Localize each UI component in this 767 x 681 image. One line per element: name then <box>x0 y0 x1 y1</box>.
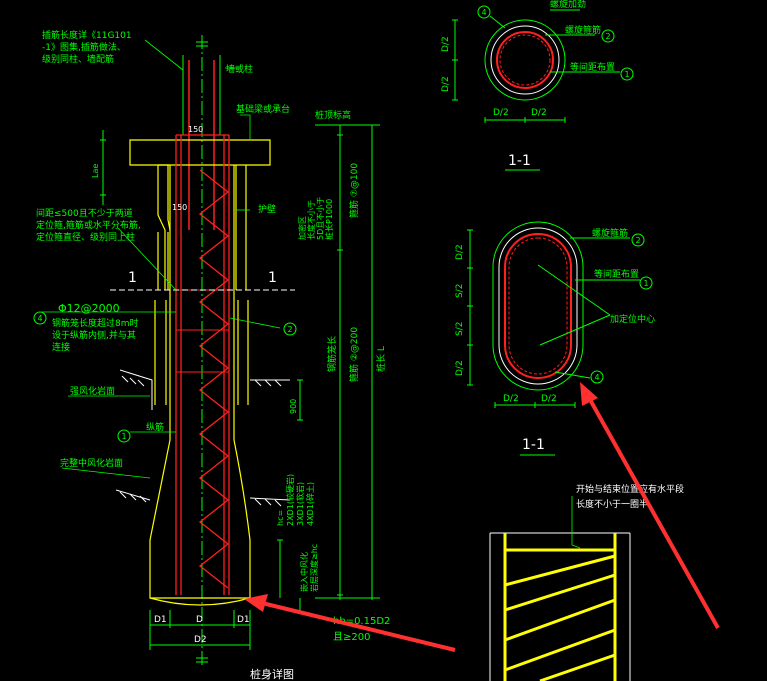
hc-note-2: 2XD1(较硬岩) <box>285 474 295 526</box>
circle-marker-4: 4 <box>481 8 486 17</box>
circle-section-label: 1-1 <box>508 153 531 169</box>
embed-note-1: 嵌入中风化 <box>299 552 309 592</box>
retaining-wall-left <box>154 164 171 405</box>
note-spacing-1: 间距≤500且不少于两道 <box>36 207 133 219</box>
circle-label-spiral: 螺旋箍筋 <box>565 24 601 36</box>
label-encrypt-area-2: 长度不小于 <box>306 200 316 240</box>
oblong-label-spiral: 螺旋箍筋 <box>592 227 628 239</box>
oblong-dim-3: S/2 <box>455 322 465 336</box>
circle-dim-d2-b: D/2 <box>441 76 451 92</box>
rebar-cage <box>175 134 230 595</box>
circular-section: D/2 D/2 D/2 D/2 螺旋加劲 螺旋箍筋 等间距布置 1-1 4 2 … <box>441 0 634 171</box>
label-stirrup-dense: 箍筋 ⑦@100 <box>348 163 360 218</box>
label-encrypt-area-3: 5D且不小于 <box>316 197 325 240</box>
dim-lae: Lae <box>91 164 100 178</box>
section-right-mark: 1 <box>268 270 277 286</box>
dim-d2: D2 <box>194 635 207 645</box>
leader-lines <box>42 39 281 479</box>
oblong-dim-bottom-left: D/2 <box>503 394 519 404</box>
oblong-marker-2: 2 <box>635 236 640 245</box>
marker-2-main-label: 2 <box>287 325 292 334</box>
ground-hatch <box>115 369 291 507</box>
oblong-marker-1: 1 <box>643 279 648 288</box>
circle-label-top: 螺旋加劲 <box>550 0 586 10</box>
label-retaining-wall: 护壁 <box>258 203 276 215</box>
label-cage-length: 钢筋笼长 <box>326 336 338 372</box>
marker-4-main-label: 4 <box>37 314 42 323</box>
dim-150-top: 150 <box>188 125 203 134</box>
circle-dim-bottom-right: D/2 <box>531 108 547 118</box>
dim-bottom: hb=0.15D2 <box>333 616 390 627</box>
oblong-section: D/2 S/2 S/2 D/2 D/2 D/2 螺旋箍筋 等间距布置 加定位中心… <box>455 221 655 456</box>
dim-bottom-2: 且≥200 <box>333 631 370 643</box>
circle-dim-bottom-left: D/2 <box>493 108 509 118</box>
label-cap: 基础梁或承台 <box>236 103 290 115</box>
oblong-dim-4: D/2 <box>455 360 465 376</box>
note-ring-1: 钢筋笼长度超过8m时 <box>52 317 139 329</box>
circle-label-equal: 等间距布置 <box>570 61 615 73</box>
oblong-dim-1: D/2 <box>455 244 465 260</box>
spiral-detail: 开始与结束位置应有水平段 长度不小于一圈半 <box>489 483 684 681</box>
note-lap-length-2: -1》图集,插筋做法、 <box>42 41 126 53</box>
marker-1-main-label: 1 <box>121 432 126 441</box>
marker-1-main <box>117 429 131 443</box>
label-pile-top: 桩顶标高 <box>315 109 351 121</box>
label-moderate-weathered: 完整中风化岩面 <box>60 457 123 469</box>
main-pile-detail: 插筋长度详《11G101 -1》图集,插筋做法、 级别同柱、墙配筋 墙或柱 基础… <box>33 29 390 681</box>
dim-d1-right: D1 <box>237 615 250 625</box>
main-title: 桩身详图 <box>250 667 294 681</box>
dim-900: 900 <box>289 399 298 414</box>
hc-note-3: 3XD1(软岩) <box>295 482 305 526</box>
marker-4-main <box>33 311 47 325</box>
label-pile-length: 桩长 L <box>375 346 387 372</box>
label-column: 墙或柱 <box>226 63 253 75</box>
hc-note-1: hc= <box>276 510 285 526</box>
label-encrypt-area-1: 加密区 <box>297 216 307 240</box>
note-ring-3: 连接 <box>52 341 70 353</box>
note-lap-length-1: 插筋长度详《11G101 <box>42 29 132 41</box>
steel-spec: Φ12@2000 <box>58 302 120 315</box>
dim-d1-left: D1 <box>154 615 167 625</box>
dimension-lines <box>100 124 380 650</box>
note-lap-length-3: 级别同柱、墙配筋 <box>42 53 114 65</box>
dim-d: D <box>196 615 203 625</box>
label-encrypt-area-4: 桩长P1000 <box>324 199 334 240</box>
note-spacing-2: 定位箍,箍筋或水平分布筋, <box>36 219 141 231</box>
circle-dim-d2-a: D/2 <box>441 36 451 52</box>
dim-150-mid: 150 <box>172 203 187 212</box>
label-strong-weathered: 强风化岩面 <box>70 385 115 397</box>
annotation-arrows <box>244 382 720 652</box>
pile-body <box>149 165 251 606</box>
oblong-section-label: 1-1 <box>522 437 545 453</box>
oblong-label-center: 加定位中心 <box>610 313 655 325</box>
label-longitudinal: 纵筋 <box>146 421 164 433</box>
section-left-mark: 1 <box>128 270 137 286</box>
oblong-label-equal: 等间距布置 <box>594 268 639 280</box>
circle-marker-2: 2 <box>605 32 610 41</box>
note-ring-2: 设于纵筋内侧,并与其 <box>52 329 136 341</box>
oblong-marker-4: 4 <box>594 373 599 382</box>
note-spacing-3: 定位箍直径、级别同上柱 <box>36 231 135 243</box>
retaining-wall-right <box>235 165 249 405</box>
circle-marker-1: 1 <box>624 70 629 79</box>
embed-note-2: 岩层深度≥hc <box>309 544 319 592</box>
oblong-dim-bottom-right: D/2 <box>541 394 557 404</box>
spiral-note-2: 长度不小于一圈半 <box>576 498 648 510</box>
hc-note-4: 4XD1(碎土) <box>305 482 315 526</box>
marker-2-main <box>283 322 297 336</box>
spiral-note-1: 开始与结束位置应有水平段 <box>576 483 684 495</box>
oblong-dim-2: S/2 <box>455 284 465 298</box>
label-stirrup-normal: 箍筋 ②@200 <box>348 327 360 382</box>
